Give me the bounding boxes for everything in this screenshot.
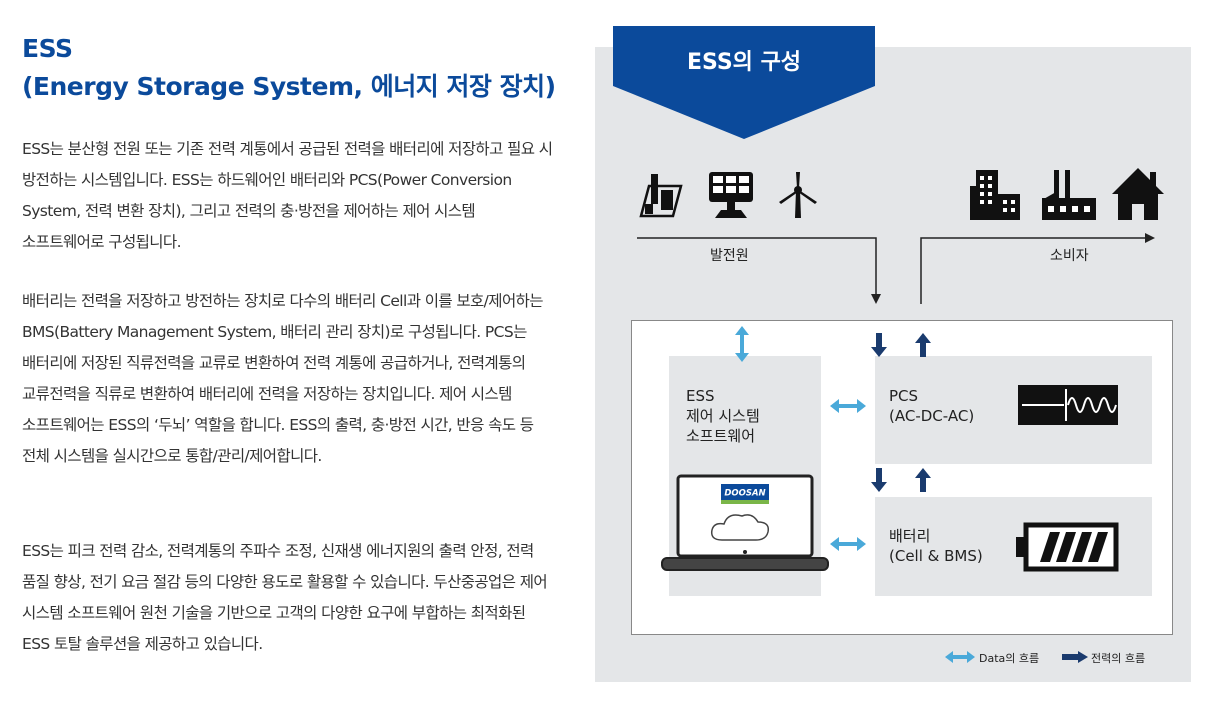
power-plant-icon xyxy=(639,174,683,218)
wind-turbine-icon xyxy=(779,172,817,218)
laptop-icon xyxy=(661,474,829,571)
control-software-label: ESS 제어 시스템 소프트웨어 xyxy=(686,387,760,445)
legend-power-label: 전력의 흐름 xyxy=(1091,652,1146,665)
paragraph-intro: ESS는 분산형 전원 또는 기존 전력 계통에서 공급된 전력을 배터리에 저… xyxy=(22,140,553,251)
banner-shape xyxy=(613,26,875,139)
data-flow-arrow-battery xyxy=(830,537,866,551)
office-building-icon xyxy=(970,170,1020,220)
solar-panel-icon xyxy=(709,172,753,218)
legend-data-arrow-icon xyxy=(945,651,975,663)
power-flow-arrow-up-2 xyxy=(915,468,931,492)
pcs-label: PCS (AC-DC-AC) xyxy=(889,387,975,425)
data-flow-arrow-pcs xyxy=(830,399,866,413)
paragraph-applications: ESS는 피크 전력 감소, 전력계통의 주파수 조정, 신재생 에너지원의 출… xyxy=(22,542,548,653)
house-icon xyxy=(1112,168,1164,220)
doosan-logo: DOOSAN xyxy=(721,484,769,504)
power-flow-lines xyxy=(637,233,1155,304)
doosan-logo-text: DOOSAN xyxy=(724,489,765,499)
power-flow-arrow-up-1 xyxy=(915,333,931,357)
title-line-1: ESS xyxy=(22,34,73,63)
diagram-title: ESS의 구성 xyxy=(686,50,802,75)
battery-label: 배터리 (Cell & BMS) xyxy=(889,527,983,565)
waveform-icon xyxy=(1018,385,1118,425)
page-title: ESS (Energy Storage System, 에너지 저장 장치) xyxy=(22,30,556,106)
battery-icon xyxy=(1016,522,1119,572)
source-label: 발전원 xyxy=(710,248,749,264)
consumer-label: 소비자 xyxy=(1050,248,1089,264)
legend-data-label: Data의 흐름 xyxy=(979,652,1040,665)
factory-icon xyxy=(1042,170,1096,220)
data-flow-arrow-vertical xyxy=(735,326,749,362)
legend-power-arrow-icon xyxy=(1062,651,1088,663)
title-line-2: (Energy Storage System, 에너지 저장 장치) xyxy=(22,72,556,101)
power-flow-arrow-down-1 xyxy=(871,333,887,357)
paragraph-components: 배터리는 전력을 저장하고 방전하는 장치로 다수의 배터리 Cell과 이를 … xyxy=(22,292,544,465)
power-flow-arrow-down-2 xyxy=(871,468,887,492)
